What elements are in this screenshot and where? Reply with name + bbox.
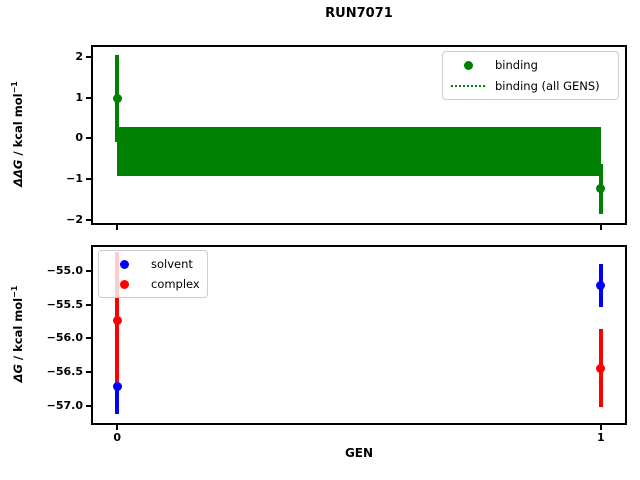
legend-label-solvent: solvent (151, 257, 193, 271)
x-axis-label: GEN (344, 446, 374, 460)
uncertainty-band (117, 127, 601, 176)
complex-marker-icon (106, 279, 142, 289)
x-tick-label: 0 (113, 431, 121, 444)
y-tick-mark (86, 303, 91, 306)
bottom-y-axis-label-exponent: −1 (10, 285, 19, 298)
chart-title: RUN7071 (325, 6, 393, 21)
y-tick-mark (86, 178, 91, 181)
complex-data-point (112, 315, 122, 325)
y-tick-label: −56.0 (46, 331, 83, 345)
y-tick-label: 0 (75, 131, 83, 145)
y-tick-label: −1 (66, 172, 83, 186)
y-tick-mark (86, 405, 91, 408)
bottom-y-axis-label: ΔG / kcal mol−1 (10, 224, 26, 444)
solvent-data-point (112, 381, 122, 391)
y-tick-label: 2 (75, 50, 83, 64)
y-tick-mark (86, 218, 91, 221)
legend-entry-solvent: solvent (106, 254, 200, 274)
y-tick-label: −56.5 (46, 365, 83, 379)
binding-data-point (112, 94, 122, 104)
binding-data-point (596, 184, 606, 194)
solvent-data-point (596, 281, 606, 291)
top-y-axis-label-units: / kcal mol (10, 93, 25, 160)
x-tick-mark (116, 425, 119, 430)
y-tick-label: −57.0 (46, 399, 83, 413)
x-tick-label: 1 (596, 431, 605, 444)
y-tick-label: −55.0 (46, 263, 83, 277)
legend-entry-complex: complex (106, 274, 200, 294)
legend-label-binding-all-gens: binding (all GENS) (495, 78, 600, 93)
x-tick-mark (599, 225, 602, 230)
top-plot-legend: binding binding (all GENS) (442, 51, 619, 100)
y-tick-mark (86, 269, 91, 272)
bottom-y-axis-label-units: / kcal mol (10, 297, 25, 365)
y-tick-mark (86, 96, 91, 99)
top-y-axis-label-symbol: ΔΔG (10, 159, 25, 187)
top-y-axis-label-exponent: −1 (10, 81, 19, 94)
top-plot-frame (91, 45, 627, 225)
complex-data-point (596, 363, 606, 373)
legend-entry-binding-all-gens: binding (all GENS) (450, 76, 611, 97)
top-y-axis-label: ΔΔG / kcal mol−1 (10, 24, 26, 244)
binding-marker-icon (450, 60, 486, 70)
x-tick-mark (116, 225, 119, 230)
y-tick-mark (86, 56, 91, 59)
legend-entry-binding: binding (450, 55, 611, 76)
y-tick-label: −55.5 (46, 297, 83, 311)
bottom-y-axis-label-symbol: ΔG (10, 364, 25, 383)
y-tick-label: 1 (75, 90, 83, 104)
y-tick-mark (86, 137, 91, 140)
y-tick-mark (86, 371, 91, 374)
legend-label-complex: complex (151, 277, 200, 291)
y-tick-label: −2 (66, 212, 83, 226)
legend-label-binding: binding (495, 58, 538, 73)
dotted-line-icon (450, 84, 486, 87)
solvent-marker-icon (106, 259, 142, 269)
bottom-plot-legend: solvent complex (98, 250, 208, 298)
x-tick-mark (599, 425, 602, 430)
bottom-plot-frame (91, 245, 627, 425)
y-tick-mark (86, 337, 91, 340)
